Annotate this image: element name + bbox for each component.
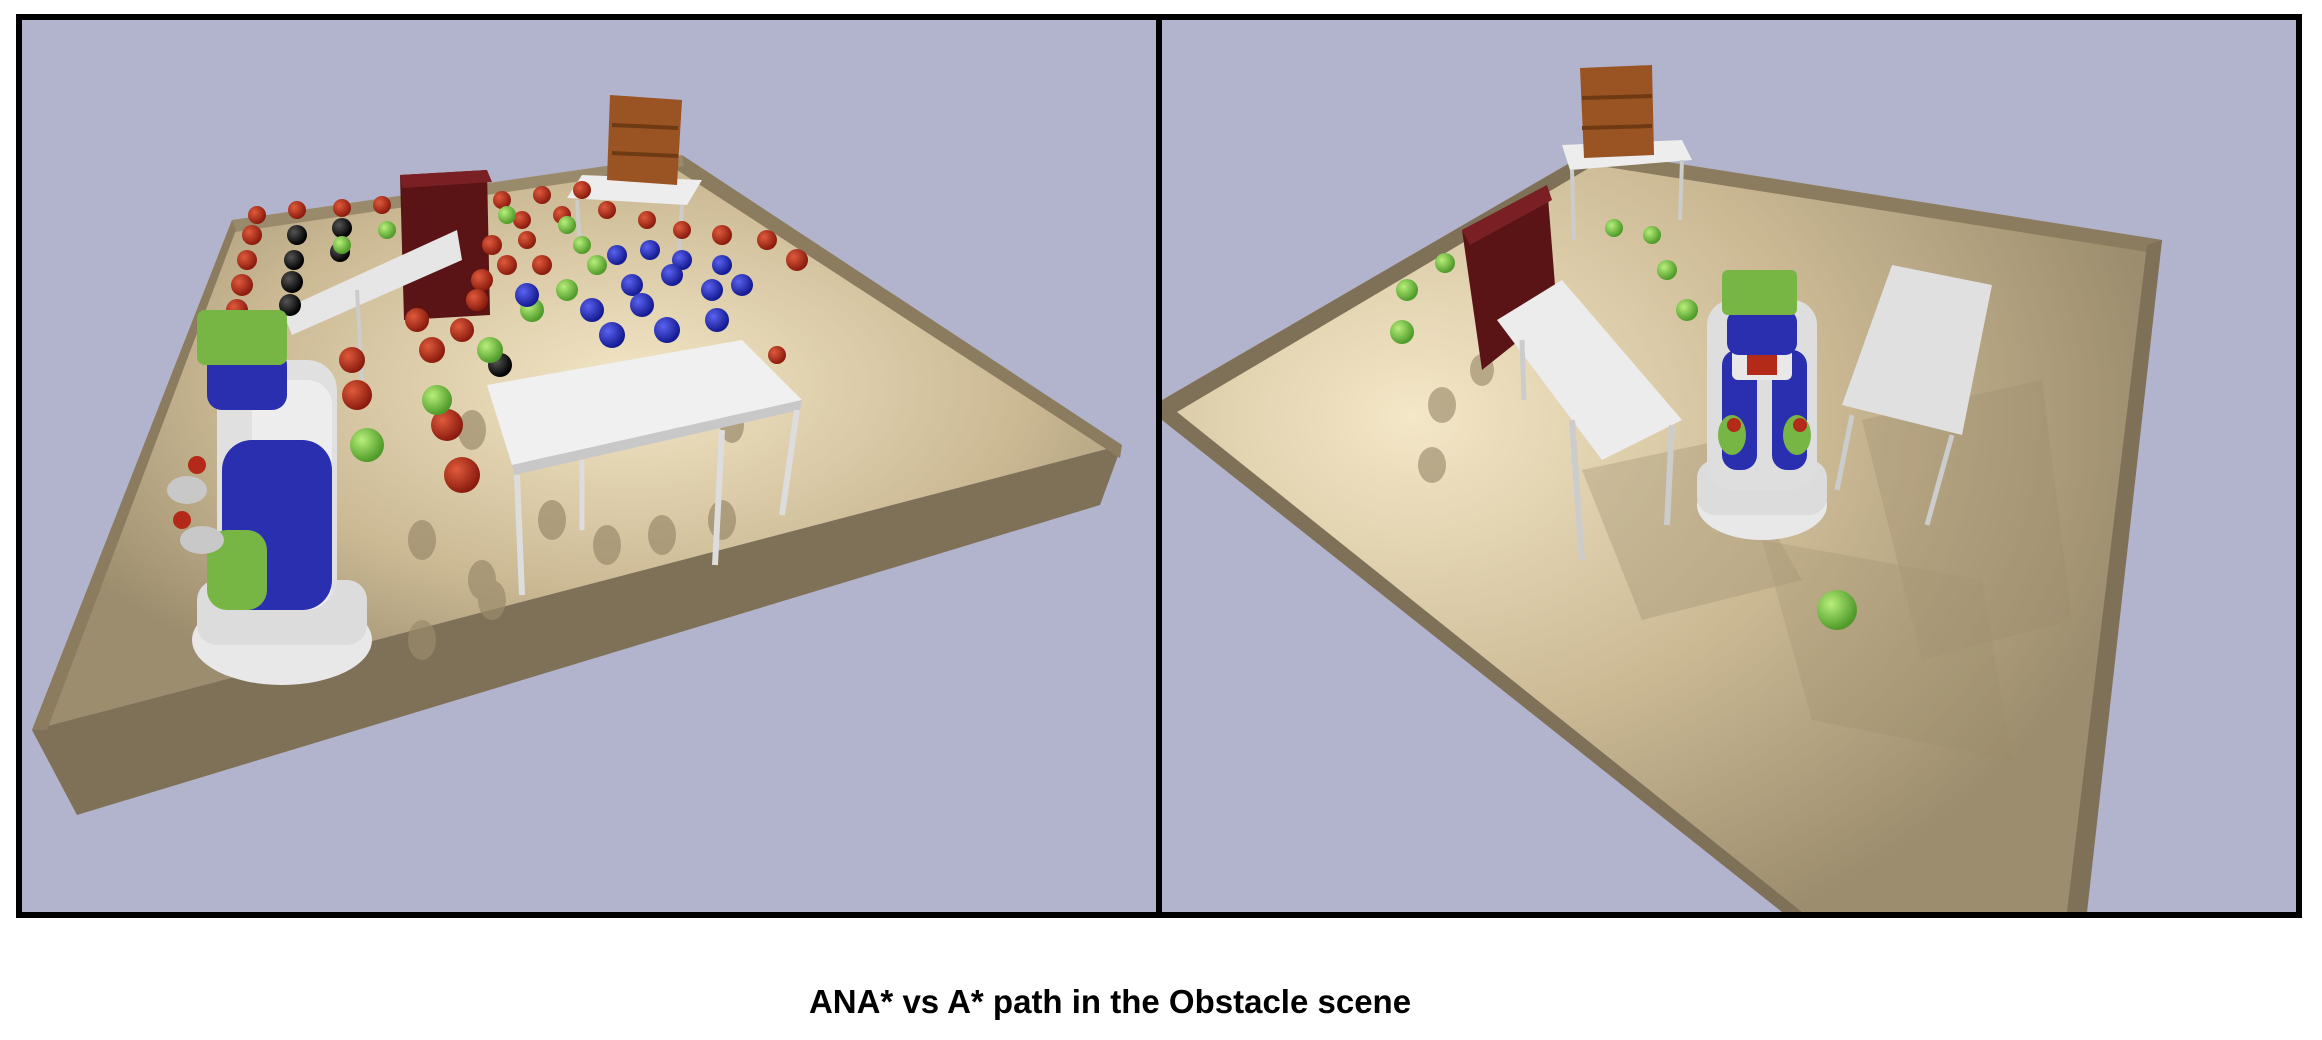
right-wall (2067, 240, 2162, 912)
bookshelf-brown (607, 95, 682, 185)
right-scene-render (1162, 65, 2162, 912)
panel-divider (1156, 14, 1162, 918)
left-wall (32, 220, 236, 730)
back-left-wall (1162, 150, 1594, 415)
bookshelf-brown (1580, 65, 1654, 158)
middle-table (1497, 280, 1682, 561)
left-scene-panel (22, 20, 1156, 912)
back-right-wall (1592, 150, 2162, 254)
right-wall (677, 155, 1122, 458)
front-left-wall (1162, 400, 1802, 912)
right-table (1834, 265, 1992, 526)
sphere-field (226, 181, 808, 493)
front-wall (32, 445, 1122, 815)
pr2-robot-icon (1697, 270, 1827, 540)
pr2-robot-icon (167, 310, 372, 685)
front-table (487, 340, 802, 596)
right-scene-panel (1162, 20, 2296, 912)
figure-caption: ANA* vs A* path in the Obstacle scene (808, 983, 1412, 1020)
left-scene-render (32, 95, 1122, 815)
